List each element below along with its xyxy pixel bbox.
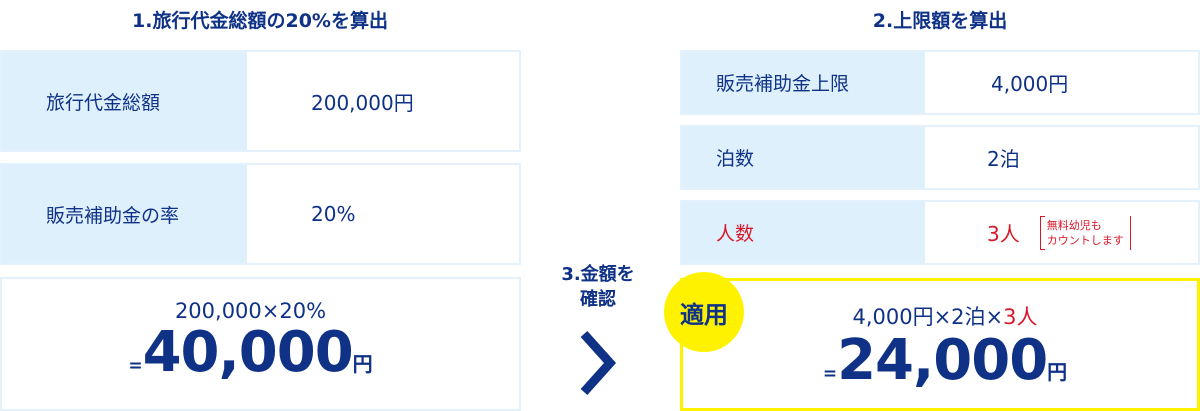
step2-title: 2.上限額を算出: [872, 10, 1008, 32]
result-amount: 40,000: [142, 320, 354, 385]
infant-note: 無料幼児もカウントします: [1039, 215, 1131, 250]
chevron-right-icon: [580, 330, 617, 396]
total-cost-row: 旅行代金総額 200,000円: [0, 50, 521, 152]
row-label: 旅行代金総額: [2, 52, 247, 150]
row-value: 4,000円: [991, 72, 1069, 96]
equals: =: [128, 356, 143, 376]
formula-people: 3人: [1003, 305, 1038, 329]
row-label: 販売補助金上限: [682, 52, 925, 113]
note-line2: カウントします: [1046, 233, 1124, 247]
step3-line2: 確認: [580, 289, 616, 310]
step1-result: 200,000×20% =40,000円: [0, 277, 521, 411]
step1-title: 1.旅行代金総額の20%を算出: [132, 10, 388, 32]
row-label: 販売補助金の率: [2, 165, 247, 263]
step2-result: 4,000円×2泊×3人 =24,000円: [680, 278, 1200, 411]
row-label: 人数: [682, 202, 925, 263]
row-label: 泊数: [682, 127, 925, 188]
cap-row: 販売補助金上限 4,000円: [680, 50, 1200, 115]
applied-badge: 適用: [664, 272, 744, 352]
step3-line1: 3.金額を: [561, 264, 635, 285]
result-amount: 24,000: [837, 328, 1048, 393]
nights-row: 泊数 2泊: [680, 125, 1200, 190]
row-value: 2泊: [987, 147, 1020, 171]
step3-label: 3.金額を 確認: [540, 262, 656, 312]
note-line1: 無料幼児も: [1046, 218, 1102, 232]
formula: 4,000円×2泊×: [852, 305, 1004, 329]
row-value: 200,000円: [311, 90, 414, 115]
formula: 200,000×20%: [174, 299, 327, 323]
people-row: 人数 3人 無料幼児もカウントします: [680, 200, 1200, 265]
unit: 円: [1047, 360, 1068, 384]
equals: =: [822, 364, 838, 384]
unit: 円: [352, 352, 373, 376]
rate-row: 販売補助金の率 20%: [0, 163, 521, 265]
row-value: 3人: [987, 222, 1020, 246]
row-value: 20%: [311, 202, 356, 226]
